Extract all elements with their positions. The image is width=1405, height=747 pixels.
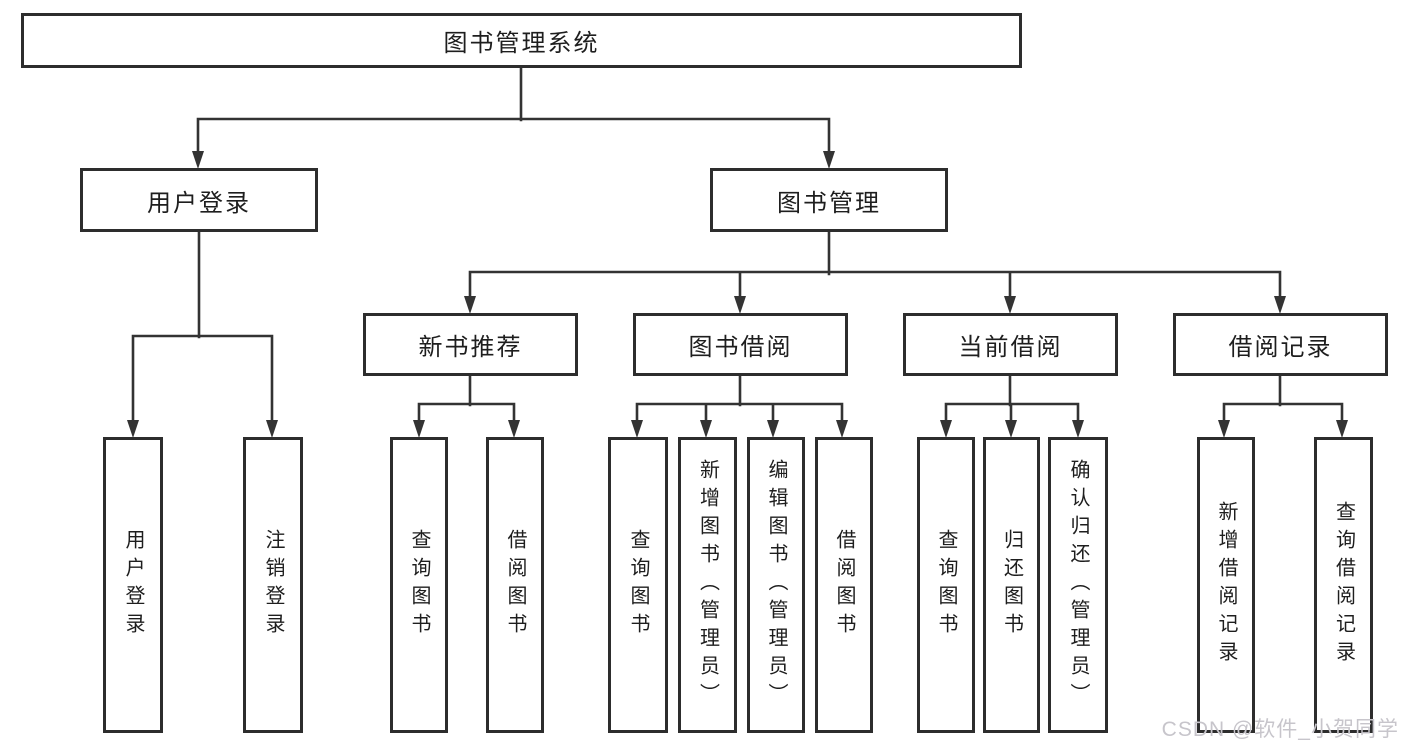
leaf-borrow-books-borrowing-label: 借阅图书	[833, 529, 855, 641]
arrowheads	[127, 151, 1348, 438]
leaf-query-books-recommend: 查询图书	[390, 437, 448, 733]
leaf-query-books-current-label: 查询图书	[935, 529, 957, 641]
leaf-edit-books-admin: 编辑图书（管理员）	[747, 437, 805, 733]
leaf-logout: 注销登录	[243, 437, 303, 733]
node-root-system: 图书管理系统	[21, 13, 1022, 68]
node-current-borrowing: 当前借阅	[903, 313, 1118, 376]
leaf-add-borrow-record-label: 新增借阅记录	[1215, 501, 1237, 669]
node-book-management: 图书管理	[710, 168, 948, 232]
leaf-query-borrow-record: 查询借阅记录	[1314, 437, 1373, 733]
leaf-borrow-books-recommend: 借阅图书	[486, 437, 544, 733]
leaf-borrow-books-borrowing: 借阅图书	[815, 437, 873, 733]
node-book-borrowing: 图书借阅	[633, 313, 848, 376]
leaf-query-books-borrowing: 查询图书	[608, 437, 668, 733]
leaf-logout-label: 注销登录	[262, 529, 284, 641]
csdn-watermark: CSDN @软件_小贺同学	[1161, 718, 1399, 741]
leaf-add-books-admin: 新增图书（管理员）	[678, 437, 737, 733]
leaf-user-login-label: 用户登录	[122, 529, 144, 641]
node-borrowing-records: 借阅记录	[1173, 313, 1388, 376]
leaf-query-books-recommend-label: 查询图书	[408, 529, 430, 641]
leaf-user-login: 用户登录	[103, 437, 163, 733]
leaf-return-books: 归还图书	[983, 437, 1040, 733]
leaf-borrow-books-recommend-label: 借阅图书	[504, 529, 526, 641]
node-user-login: 用户登录	[80, 168, 318, 232]
leaf-confirm-return-admin-label: 确认归还（管理员）	[1067, 459, 1089, 711]
leaf-query-books-current: 查询图书	[917, 437, 975, 733]
leaf-edit-books-admin-label: 编辑图书（管理员）	[765, 459, 787, 711]
leaf-query-books-borrowing-label: 查询图书	[627, 529, 649, 641]
leaf-query-borrow-record-label: 查询借阅记录	[1332, 501, 1355, 669]
leaf-add-books-admin-label: 新增图书（管理员）	[696, 459, 719, 711]
leaf-confirm-return-admin: 确认归还（管理员）	[1048, 437, 1108, 733]
leaf-add-borrow-record: 新增借阅记录	[1197, 437, 1255, 733]
leaf-return-books-label: 归还图书	[1000, 529, 1023, 641]
node-new-book-recommendation: 新书推荐	[363, 313, 578, 376]
